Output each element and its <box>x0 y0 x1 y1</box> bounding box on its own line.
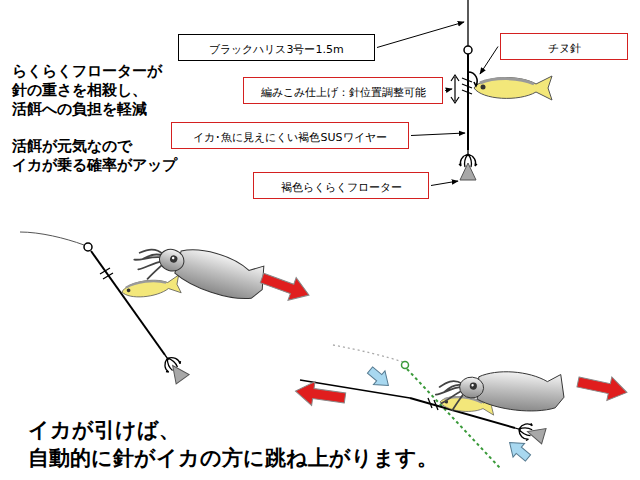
callout-box: ブラックハリス3号ー1.5m <box>178 34 375 61</box>
callout-box: 編みこみ仕上げ：針位置調整可能 <box>243 77 443 104</box>
drawing-part <box>121 275 181 301</box>
leader-line <box>467 0 468 46</box>
leader-arrow <box>445 89 452 91</box>
sus-wire <box>467 54 469 150</box>
drawing-part <box>364 363 394 392</box>
drawing-part <box>258 267 313 307</box>
callout-box: イカ･魚に見えにくい褐色SUSワイヤー <box>171 122 409 149</box>
drawing-part <box>576 370 630 404</box>
sus-wire <box>91 251 165 355</box>
note-text: イカが引けば、 自動的に針がイカの方に跳ね上がります。 <box>28 416 438 472</box>
leader-arrow <box>377 22 464 48</box>
old-swivel <box>402 362 409 369</box>
callout-text: 編みこみ仕上げ：針位置調整可能 <box>261 86 426 100</box>
drawing-part <box>474 76 552 100</box>
callout-box: 褐色らくらくフローター <box>253 172 429 199</box>
drawing-part <box>459 150 477 180</box>
drawing-part <box>435 366 566 418</box>
drawing-part <box>504 436 534 465</box>
swivel <box>84 243 92 251</box>
drawing-part <box>130 231 268 310</box>
callout-text: チヌ針 <box>548 42 581 56</box>
callout-text: イカ･魚に見えにくい褐色SUSワイヤー <box>193 131 386 145</box>
drawing-part <box>294 379 347 410</box>
chinu-hook <box>468 72 477 86</box>
note-text: らくらくフローターが 針の重さを相殺し、 活餌への負担を軽減 <box>12 62 162 119</box>
line <box>20 232 84 245</box>
note-text: 活餌が元気なので イカが乗る確率がアップ <box>12 137 177 175</box>
swivel <box>464 46 472 54</box>
leader-arrow <box>411 133 465 136</box>
drawing-part <box>158 350 190 385</box>
old-line <box>333 345 403 362</box>
adjust-arrow <box>451 75 459 103</box>
top-rig <box>451 0 552 180</box>
callout-text: 褐色らくらくフローター <box>281 181 402 195</box>
braid <box>100 268 113 279</box>
leader-arrow <box>431 181 458 186</box>
drawing-part <box>513 419 547 445</box>
braid <box>428 398 438 410</box>
braid <box>462 78 472 94</box>
scene-pull <box>20 231 313 384</box>
callout-box: チヌ針 <box>500 33 628 60</box>
callout-text: ブラックハリス3号ー1.5m <box>209 43 343 57</box>
leader-arrow <box>480 47 498 75</box>
